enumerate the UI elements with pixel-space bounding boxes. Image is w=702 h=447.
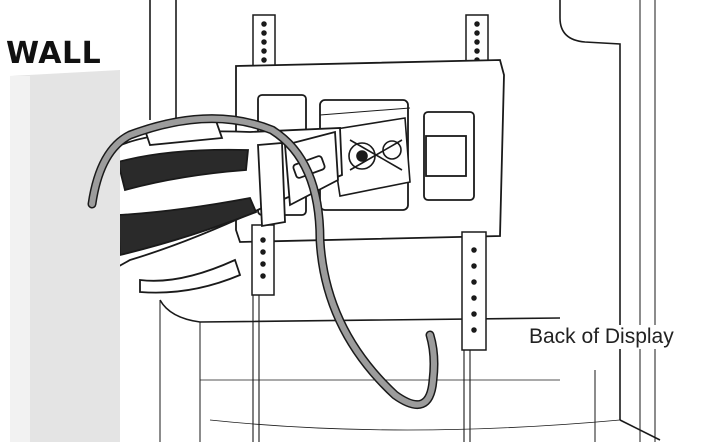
lower-rail-right bbox=[461, 231, 487, 351]
lower-rail-left bbox=[251, 224, 275, 296]
wall-surface bbox=[10, 70, 120, 442]
articulating-arm bbox=[109, 116, 343, 294]
guide-lines bbox=[252, 295, 471, 442]
display-back-label: Back of Display bbox=[527, 325, 676, 349]
display-back bbox=[149, 0, 661, 442]
wall-label: WALL bbox=[6, 36, 102, 71]
pivot-bracket bbox=[329, 117, 411, 197]
cable bbox=[87, 114, 439, 409]
